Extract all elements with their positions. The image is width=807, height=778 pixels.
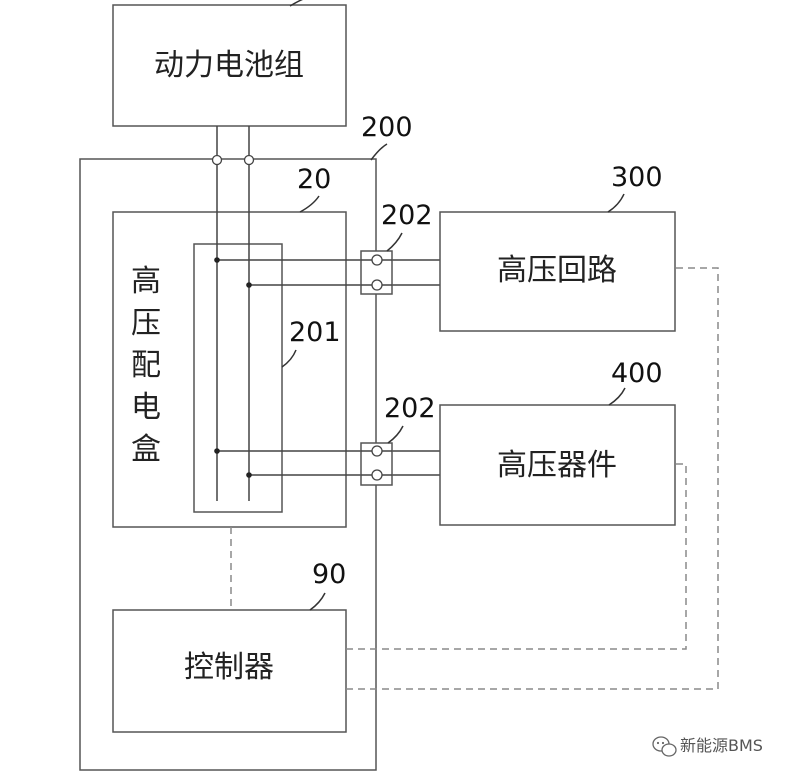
hv-circuit-label: 高压回路	[497, 253, 617, 288]
hv-box-char-1: 高	[131, 264, 161, 299]
busbar-201	[193, 243, 283, 513]
wechat-icon	[652, 736, 677, 757]
junction-2	[246, 282, 252, 288]
ref-20-leader	[299, 195, 320, 213]
connector-bottom-pin-2	[371, 469, 383, 481]
ref-90-leader	[309, 592, 326, 611]
connector-bottom-pin-1	[371, 445, 383, 457]
terminal-left	[211, 154, 223, 166]
hv-device-box	[439, 404, 676, 526]
junction-1	[214, 257, 220, 263]
junction-3	[214, 448, 220, 454]
ref-202-bottom-label: 202	[384, 393, 436, 424]
watermark-text: 新能源BMS	[680, 736, 763, 755]
connector-top-pin-1	[371, 254, 383, 266]
ref-202-bottom-leader	[387, 425, 404, 444]
hv-box-char-2: 压	[131, 306, 161, 341]
ref-90-label: 90	[312, 559, 346, 590]
ref-201-label: 201	[289, 317, 341, 348]
controller-box	[112, 609, 347, 733]
junction-4	[246, 472, 252, 478]
hv-box-char-4: 电	[131, 390, 161, 425]
terminal-right	[243, 154, 255, 166]
ref-200-label: 200	[361, 112, 413, 143]
hv-device-label: 高压器件	[497, 448, 617, 483]
connector-top-pin-2	[371, 279, 383, 291]
hv-box-char-5: 盒	[131, 432, 161, 467]
hv-distribution-box	[112, 211, 347, 528]
ref-300-label: 300	[611, 162, 663, 193]
signal-controller-hv-circuit	[346, 267, 719, 690]
battery-pack-label: 动力电池组	[154, 48, 304, 83]
ref-202-top-label: 202	[381, 200, 433, 231]
signal-controller-hv-device	[346, 463, 687, 650]
ref-300-leader	[607, 193, 625, 213]
ref-400-label: 400	[611, 358, 663, 389]
ref-200-leader	[370, 143, 388, 161]
battery-pack-box	[112, 4, 347, 127]
hv-box-char-3: 配	[131, 348, 161, 383]
ref-20-label: 20	[297, 164, 331, 195]
ref-202-top-leader	[386, 232, 403, 252]
hv-circuit-box	[439, 211, 676, 332]
ref-400-leader	[608, 387, 626, 406]
ref-201-leader	[281, 349, 297, 368]
controller-label: 控制器	[184, 650, 274, 685]
battery-leader-line	[289, 0, 303, 7]
